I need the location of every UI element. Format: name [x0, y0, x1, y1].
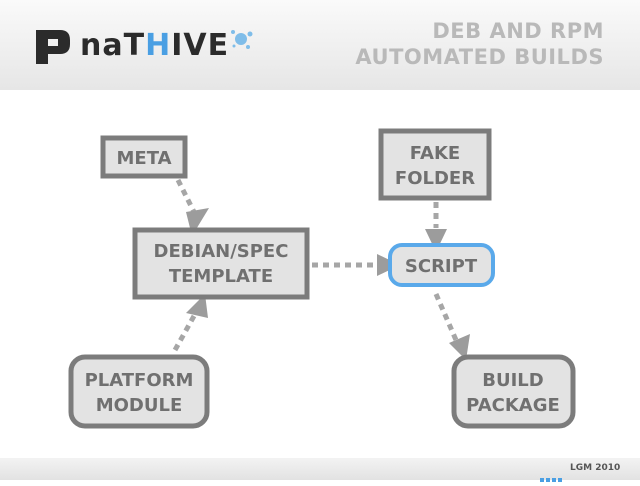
node-debian-spec-label-line2: TEMPLATE [169, 266, 273, 287]
node-meta: META [100, 135, 188, 179]
slide-title: DEB AND RPM AUTOMATED BUILDS [355, 19, 604, 69]
edge-script-to-build [433, 293, 470, 360]
footer-label: LGM 2010 [570, 463, 621, 473]
node-build-label-line1: BUILD [482, 370, 543, 391]
node-fake-folder-label-line2: FOLDER [395, 168, 475, 189]
node-fake-folder-label-line1: FAKE [410, 143, 460, 164]
node-script-label: SCRIPT [405, 256, 478, 277]
node-fake-folder: FAKE FOLDER [378, 128, 492, 201]
node-meta-label: META [116, 148, 171, 169]
edge-fake-folder-to-script [425, 202, 447, 252]
logo-wordmark: naTHIVE [80, 28, 230, 63]
node-build-label-line2: PACKAGE [466, 395, 560, 416]
node-platform-label-line2: MODULE [96, 395, 183, 416]
footer: LGM 2010 [0, 458, 640, 482]
node-debian-spec-label-line1: DEBIAN/SPEC [154, 241, 289, 262]
nathive-logo: naTHIVE [30, 24, 260, 74]
edge-platform-to-template [172, 294, 208, 352]
node-script: SCRIPT [388, 243, 495, 287]
node-platform-label-line1: PLATFORM [85, 370, 194, 391]
paint-splash-icon [231, 30, 253, 49]
node-platform-module: PLATFORM MODULE [68, 354, 210, 429]
edge-template-to-script [312, 254, 400, 276]
footer-dots-icon [540, 467, 564, 486]
node-build-package: BUILD PACKAGE [451, 354, 576, 429]
nathive-logo-icon [36, 30, 70, 64]
header: naTHIVE DEB AND RPM AUTOMATED BUILDS [0, 0, 640, 90]
node-debian-spec-template: DEBIAN/SPEC TEMPLATE [132, 227, 310, 300]
